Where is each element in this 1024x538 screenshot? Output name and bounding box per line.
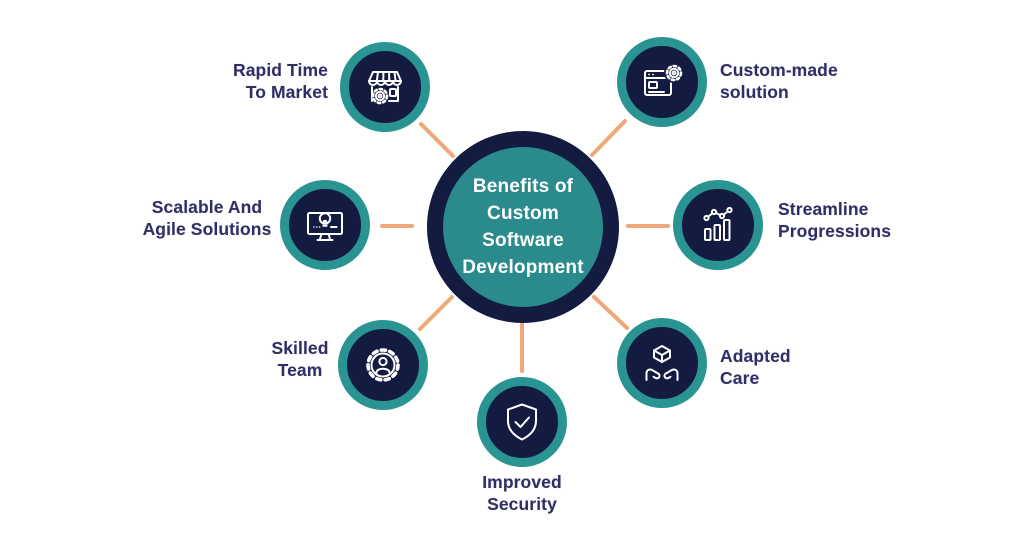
label-adapted-care: Adapted Care [720,345,791,389]
center-circle: Benefits of Custom Software Development [427,131,619,323]
chart-progress-icon [703,206,733,241]
center-title: Benefits of Custom Software Development [443,147,603,307]
center-title-line-4: Development [462,257,584,278]
center-title-line-2: Custom [487,203,559,224]
label-streamline-progressions: Streamline Progressions [778,198,891,242]
label-line: Scalable And [151,197,263,217]
label-line: Progressions [778,221,892,241]
connector-bottom-right [592,295,629,330]
label-line: Improved [482,472,562,492]
connector-bottom-left [418,295,454,331]
connector-top-left [419,122,455,158]
center-title-line-3: Software [482,230,564,251]
label-line: solution [720,82,789,102]
benefit-node-custom-made-solution [617,37,707,127]
label-line: Security [487,494,557,514]
monitor-bulb-icon [307,212,343,241]
label-custom-made-solution: Custom-made solution [720,59,838,103]
hands-box-icon [645,345,679,381]
benefit-node-streamline-progressions [673,180,763,270]
benefit-node-adapted-care [617,318,707,408]
label-improved-security: Improved Security [432,471,612,515]
label-line: Care [720,368,760,388]
benefit-node-scalable-agile-solutions [280,180,370,270]
benefit-node-improved-security [477,377,567,467]
benefit-node-rapid-time-to-market [340,42,430,132]
label-line: Adapted [720,346,791,366]
label-line: Team [277,360,323,380]
shield-check-icon [507,403,537,441]
connector-top-right [590,119,627,157]
benefit-node-skilled-team [338,320,428,410]
storefront-gear-icon [368,71,402,105]
label-line: Streamline [778,199,869,219]
gear-person-icon [366,348,400,382]
label-scalable-agile-solutions: Scalable And Agile Solutions [117,196,297,240]
label-line: Custom-made [720,60,838,80]
label-rapid-time-to-market: Rapid Time To Market [178,59,328,103]
center-title-line-1: Benefits of [472,176,574,197]
label-skilled-team: Skilled Team [245,337,355,381]
label-line: Rapid Time [232,60,328,80]
label-line: Agile Solutions [142,219,272,239]
label-line: Skilled [271,338,329,358]
browser-gear-icon [644,63,684,96]
label-line: To Market [245,82,328,102]
